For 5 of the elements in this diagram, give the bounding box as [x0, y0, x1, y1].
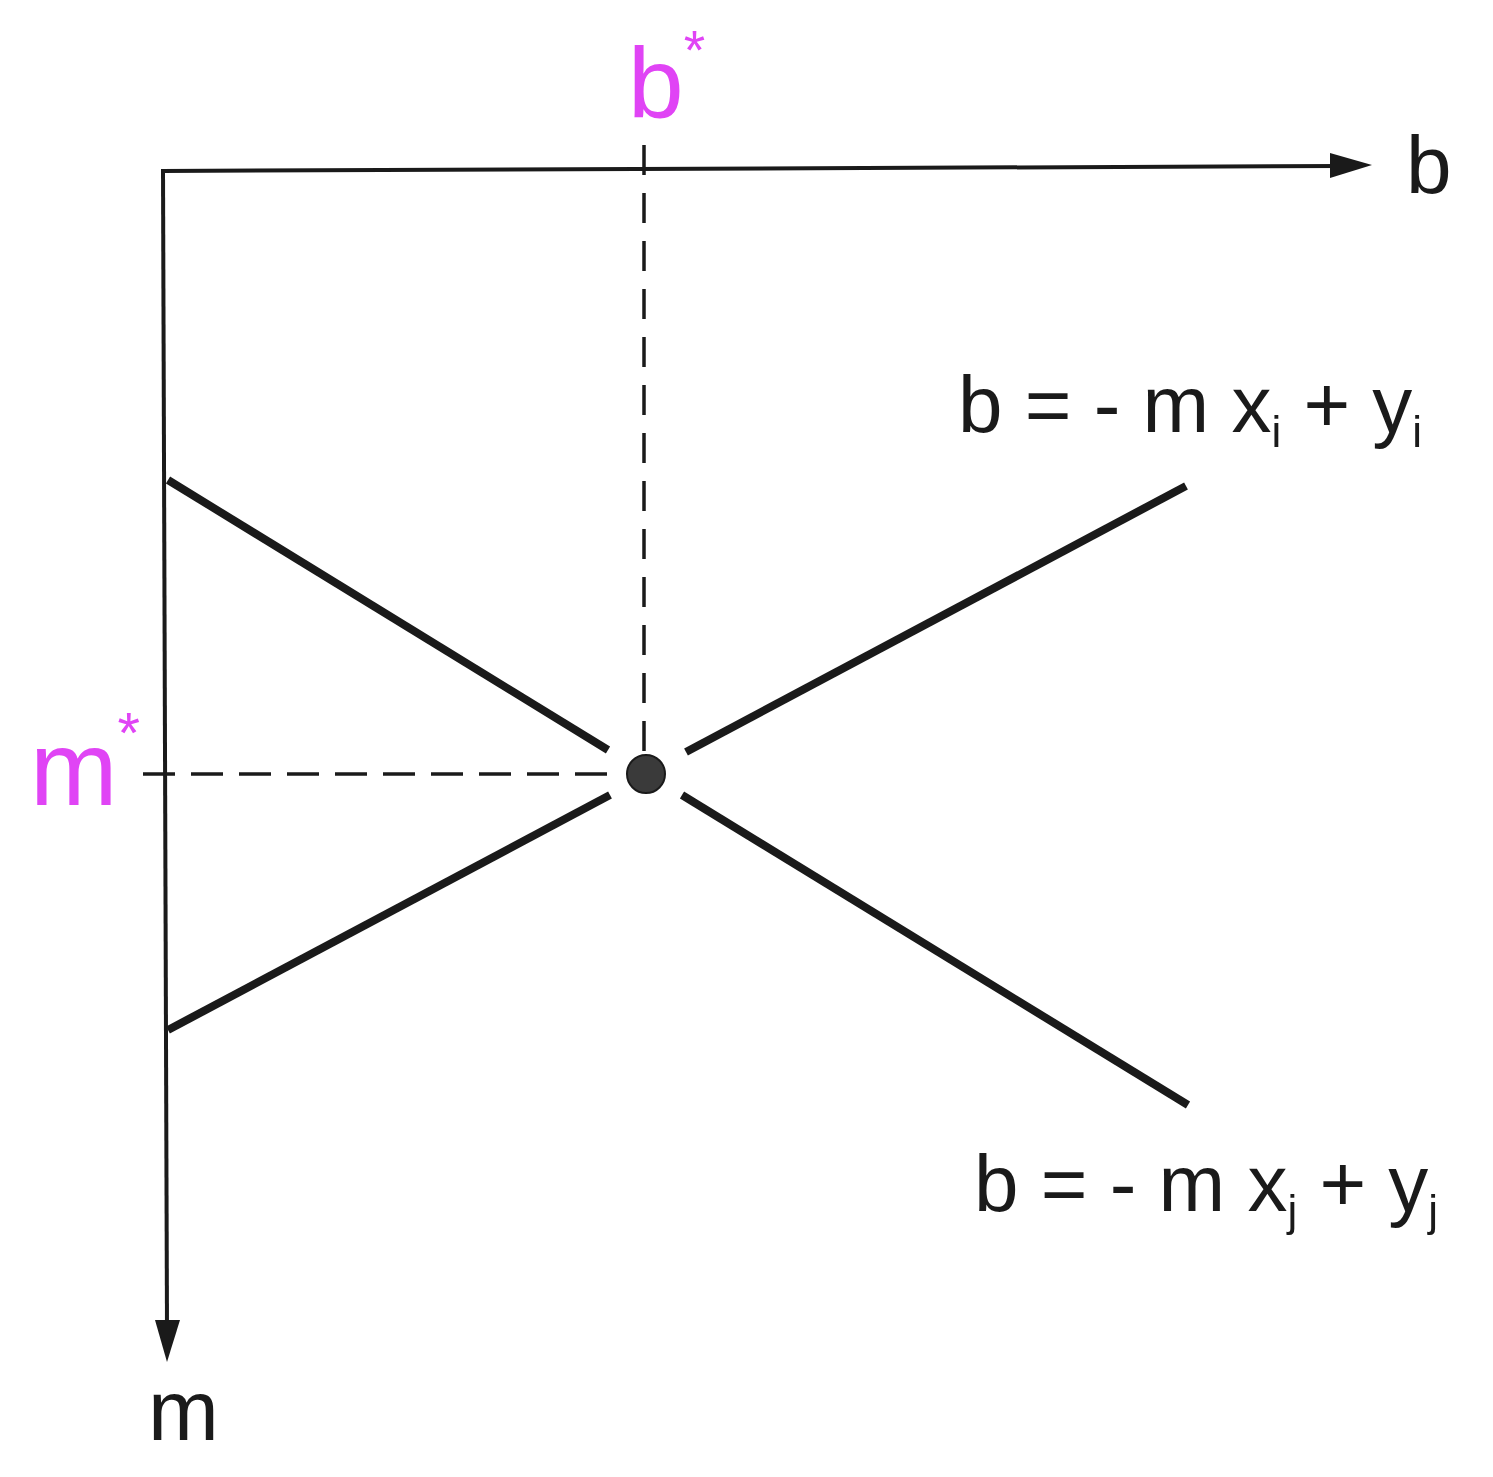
- point-label: b$^{*}$: [628, 33, 706, 141]
- axis-label: m: [148, 1368, 219, 1460]
- equation-label: b = - m x$_{j}$ + y$_{j}$: [974, 1144, 1439, 1238]
- axis-label: b: [1406, 124, 1452, 212]
- equation-label: b = - m x$_{i}$ + y$_{i}$: [958, 365, 1423, 459]
